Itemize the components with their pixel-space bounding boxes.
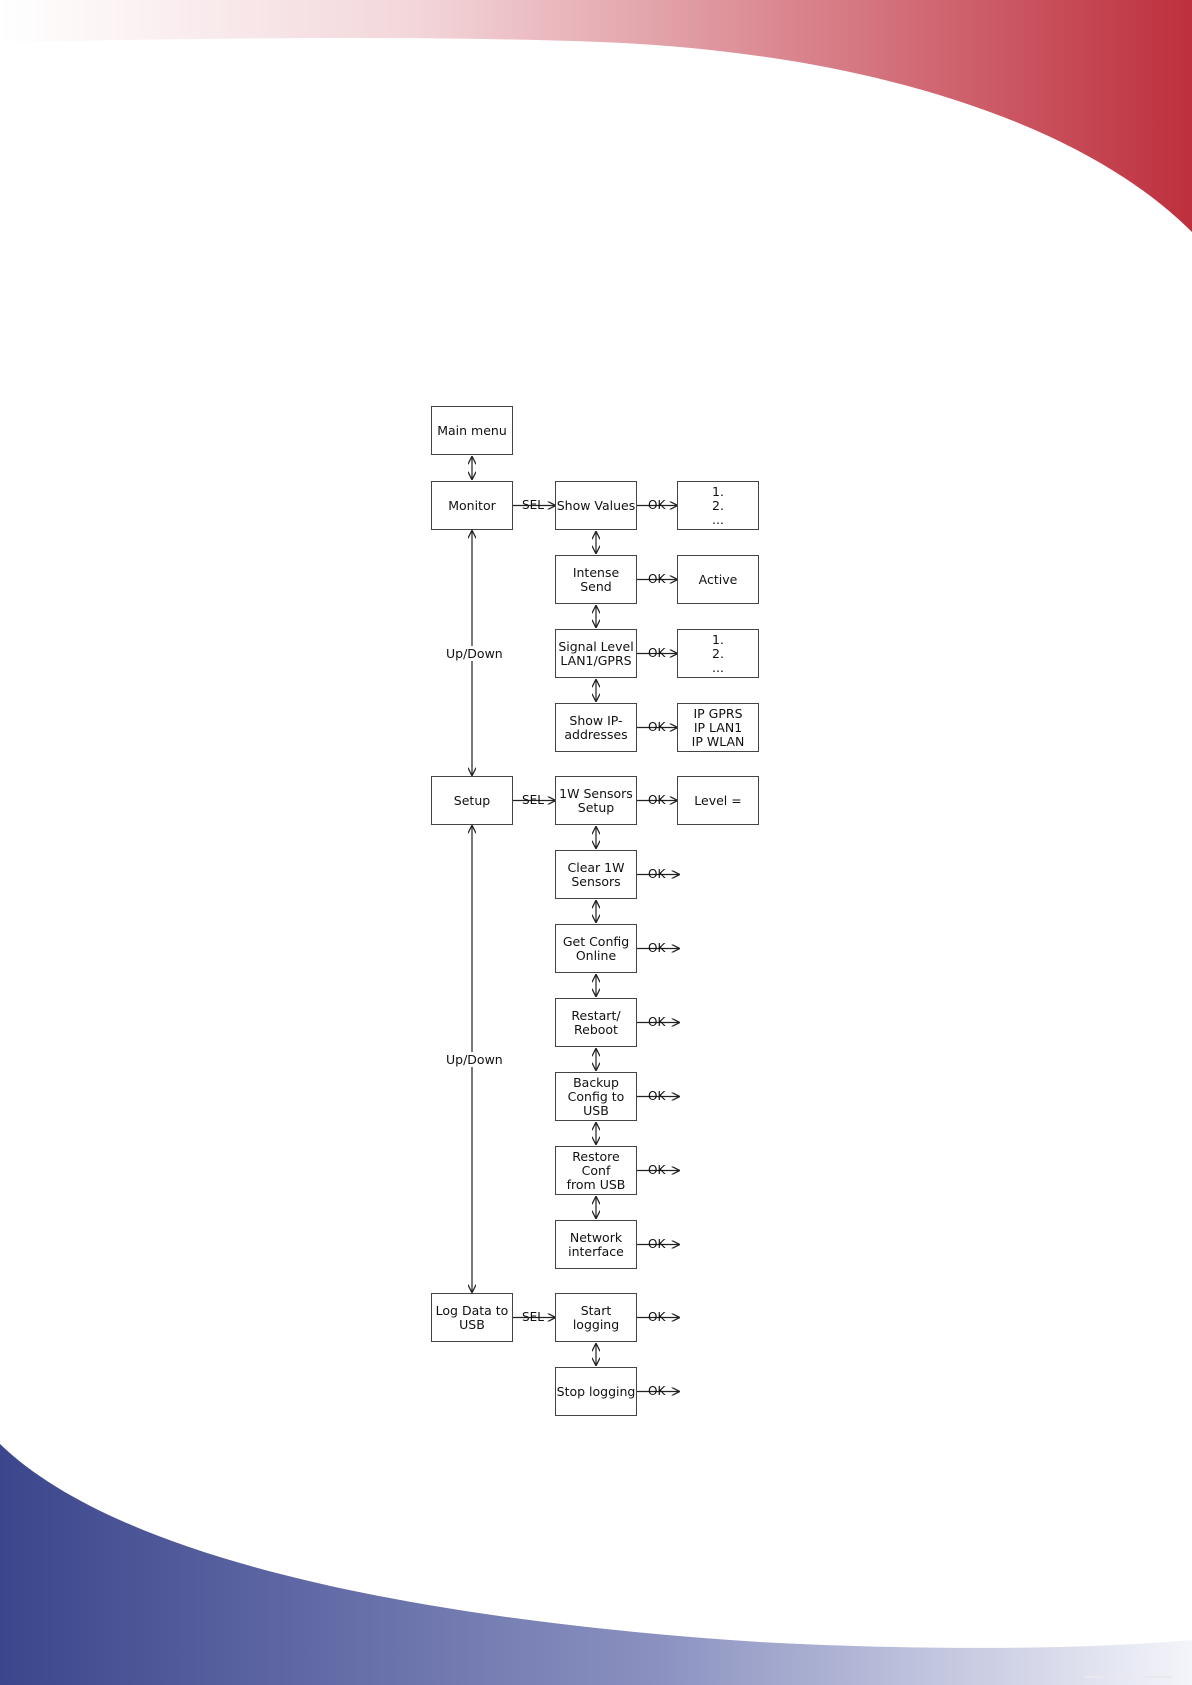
monitor-result-1: Active (677, 555, 759, 604)
monitor-result-0: 1. 2. ... (677, 481, 759, 530)
monitor-sel-label: SEL (522, 497, 544, 512)
monitor-box: Monitor (431, 481, 513, 530)
monitor-item-3: Show IP- addresses (555, 703, 637, 752)
setup-box: Setup (431, 776, 513, 825)
setup-ok-label-6: OK (648, 1236, 666, 1251)
log-item-0: Start logging (555, 1293, 637, 1342)
monitor-item-1: Intense Send (555, 555, 637, 604)
setup-ok-label-1: OK (648, 866, 666, 881)
log-ok-label-0: OK (648, 1309, 666, 1324)
setup-ok-label-5: OK (648, 1162, 666, 1177)
setup-ok-label-4: OK (648, 1088, 666, 1103)
setup-item-6: Network interface (555, 1220, 637, 1269)
monitor-item-2: Signal Level LAN1/GPRS (555, 629, 637, 678)
log-sel-label: SEL (522, 1309, 544, 1324)
monitor-item-0: Show Values (555, 481, 637, 530)
monitor-result-3: IP GPRS IP LAN1 IP WLAN (677, 703, 759, 752)
setup-result-0: Level = (677, 776, 759, 825)
log-ok-label-1: OK (648, 1383, 666, 1398)
setup-item-1: Clear 1W Sensors (555, 850, 637, 899)
setup-item-5: Restore Conf from USB (555, 1146, 637, 1195)
setup-item-3: Restart/ Reboot (555, 998, 637, 1047)
main-menu-box: Main menu (431, 406, 513, 455)
monitor-ok-label-1: OK (648, 571, 666, 586)
setup-ok-label-0: OK (648, 792, 666, 807)
up-down-label: Up/Down (446, 646, 503, 661)
bottom-swoosh (0, 1444, 1192, 1685)
monitor-ok-label-0: OK (648, 497, 666, 512)
up-down-label: Up/Down (446, 1052, 503, 1067)
footer-marks (1085, 1676, 1172, 1678)
setup-item-0: 1W Sensors Setup (555, 776, 637, 825)
setup-ok-label-2: OK (648, 940, 666, 955)
monitor-ok-label-2: OK (648, 645, 666, 660)
monitor-result-2: 1. 2. ... (677, 629, 759, 678)
setup-ok-label-3: OK (648, 1014, 666, 1029)
setup-sel-label: SEL (522, 792, 544, 807)
log-box: Log Data to USB (431, 1293, 513, 1342)
monitor-ok-label-3: OK (648, 719, 666, 734)
top-swoosh (0, 0, 1192, 232)
log-item-1: Stop logging (555, 1367, 637, 1416)
setup-item-2: Get Config Online (555, 924, 637, 973)
setup-item-4: Backup Config to USB (555, 1072, 637, 1121)
